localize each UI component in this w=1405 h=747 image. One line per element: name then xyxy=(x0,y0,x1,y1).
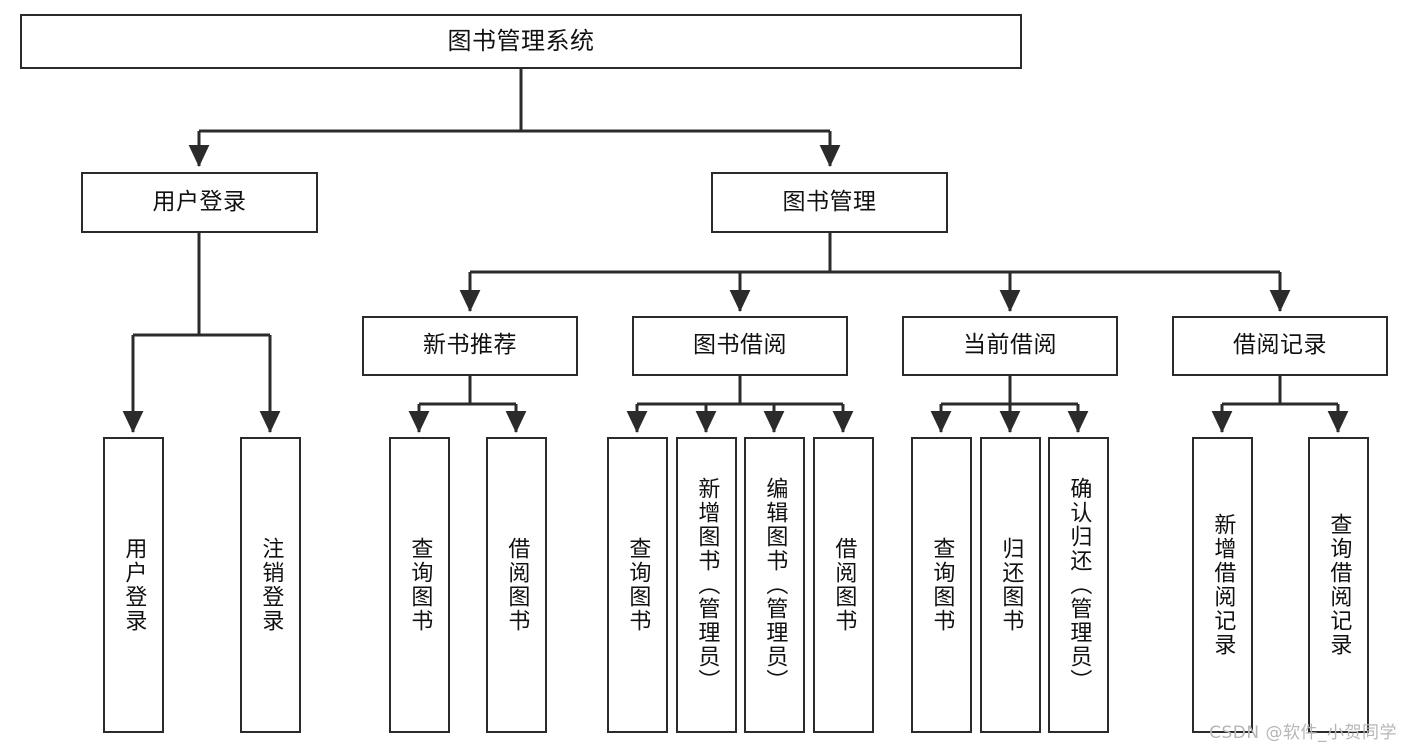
node-current-borrow[interactable]: 当前借阅 xyxy=(902,316,1118,376)
node-root[interactable]: 图书管理系统 xyxy=(20,14,1022,69)
node-leaf-query-book-2-label: 查询图书 xyxy=(625,537,651,633)
node-leaf-query-book-3-label: 查询图书 xyxy=(929,537,955,633)
node-book-borrow[interactable]: 图书借阅 xyxy=(632,316,848,376)
node-leaf-user-login-label: 用户登录 xyxy=(121,537,147,633)
node-borrow-record[interactable]: 借阅记录 xyxy=(1172,316,1388,376)
node-user-login-label: 用户登录 xyxy=(152,188,247,215)
node-leaf-return-book-label: 归还图书 xyxy=(998,537,1024,633)
node-borrow-record-label: 借阅记录 xyxy=(1233,332,1327,359)
node-current-borrow-label: 当前借阅 xyxy=(963,332,1057,359)
node-leaf-edit-book[interactable]: 编辑图书（管理员） xyxy=(744,437,805,733)
csdn-watermark: CSDN @软件_小贺同学 xyxy=(1209,723,1397,743)
node-leaf-logout-login-label: 注销登录 xyxy=(258,537,284,633)
node-leaf-confirm-return[interactable]: 确认归还（管理员） xyxy=(1048,437,1109,733)
node-root-label: 图书管理系统 xyxy=(447,27,595,56)
node-leaf-add-record-label: 新增借阅记录 xyxy=(1210,513,1236,657)
node-leaf-borrow-book-2[interactable]: 借阅图书 xyxy=(813,437,874,733)
node-book-borrow-label: 图书借阅 xyxy=(693,332,787,359)
node-new-book-recommend[interactable]: 新书推荐 xyxy=(362,316,578,376)
node-leaf-user-login[interactable]: 用户登录 xyxy=(103,437,164,733)
node-new-book-recommend-label: 新书推荐 xyxy=(423,332,517,359)
node-leaf-borrow-book-1[interactable]: 借阅图书 xyxy=(486,437,547,733)
node-leaf-confirm-return-label: 确认归还（管理员） xyxy=(1066,477,1092,693)
node-leaf-return-book[interactable]: 归还图书 xyxy=(980,437,1041,733)
node-leaf-query-book-2[interactable]: 查询图书 xyxy=(607,437,668,733)
node-leaf-borrow-book-2-label: 借阅图书 xyxy=(831,537,857,633)
node-leaf-query-book-1[interactable]: 查询图书 xyxy=(389,437,450,733)
node-book-manage[interactable]: 图书管理 xyxy=(711,172,948,233)
node-user-login[interactable]: 用户登录 xyxy=(81,172,318,233)
node-leaf-query-book-1-label: 查询图书 xyxy=(407,537,433,633)
node-leaf-add-book[interactable]: 新增图书（管理员） xyxy=(676,437,737,733)
node-leaf-query-book-3[interactable]: 查询图书 xyxy=(911,437,972,733)
node-leaf-borrow-book-1-label: 借阅图书 xyxy=(504,537,530,633)
node-leaf-add-record[interactable]: 新增借阅记录 xyxy=(1192,437,1253,733)
node-leaf-add-book-label: 新增图书（管理员） xyxy=(694,477,720,693)
node-leaf-query-record-label: 查询借阅记录 xyxy=(1326,513,1352,657)
node-leaf-logout-login[interactable]: 注销登录 xyxy=(240,437,301,733)
node-leaf-query-record[interactable]: 查询借阅记录 xyxy=(1308,437,1369,733)
node-book-manage-label: 图书管理 xyxy=(782,188,877,215)
node-leaf-edit-book-label: 编辑图书（管理员） xyxy=(762,477,788,693)
